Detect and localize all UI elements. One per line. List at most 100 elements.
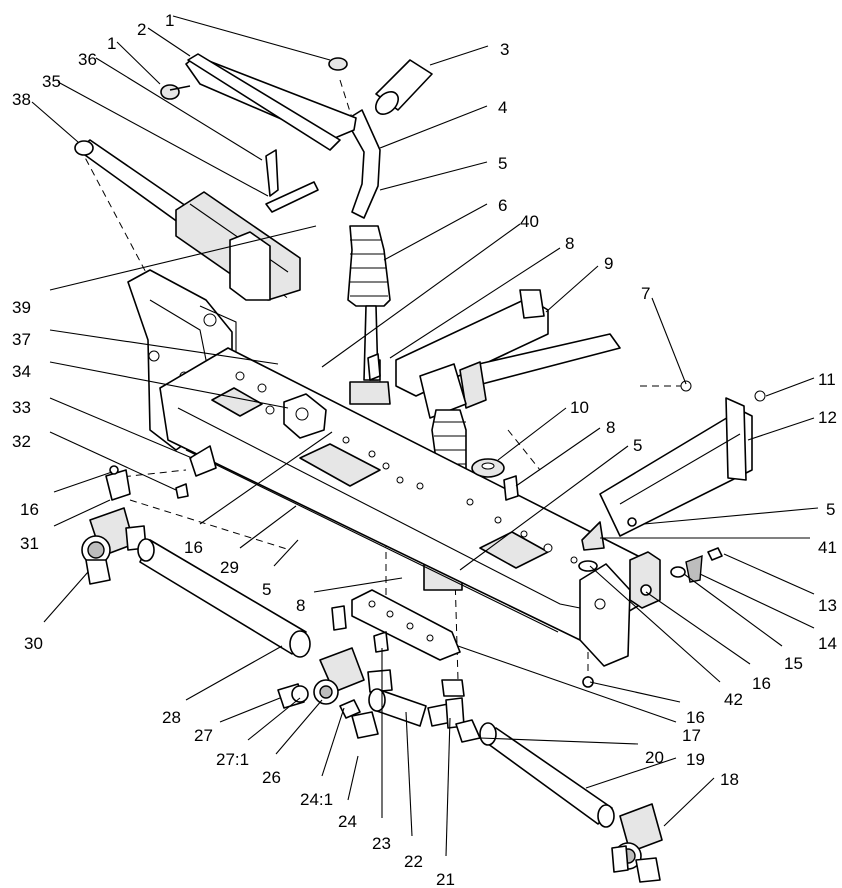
callout-leader-line [379, 161, 488, 191]
callout-number: 27:1 [216, 750, 249, 769]
callout-number: 8 [565, 234, 574, 253]
callout-number: 35 [42, 72, 61, 91]
callout-leader-line [389, 247, 561, 359]
upper-steering-arm [160, 53, 433, 219]
callout-number: 16 [752, 674, 771, 693]
callout-number: 15 [784, 654, 803, 673]
callout-leader-line [429, 45, 489, 66]
callout-leader-line [765, 377, 815, 397]
callout-number: 20 [645, 748, 664, 767]
callout-leader-line [383, 203, 488, 261]
callout-number: 21 [436, 870, 455, 888]
callout-leader-line [31, 101, 79, 143]
callout-number: 27 [194, 726, 213, 745]
callout-leader-line [49, 329, 279, 365]
callout-leader-line [53, 471, 113, 493]
callout-number: 5 [826, 500, 835, 519]
callout-leader-line [515, 427, 601, 487]
callout-number: 3 [500, 40, 509, 59]
callout-leader-line [643, 507, 819, 525]
callout-number: 9 [604, 254, 613, 273]
callout-leader-line [497, 407, 567, 461]
callout-number: 24:1 [300, 790, 333, 809]
callout-number: 23 [372, 834, 391, 853]
callout-number: 30 [24, 634, 43, 653]
callout-leader-line [545, 265, 599, 313]
callout-leader-line [95, 57, 263, 161]
callout-number: 5 [262, 580, 271, 599]
callout-number: 28 [162, 708, 181, 727]
callout-number: 12 [818, 408, 837, 427]
callout-number: 5 [498, 154, 507, 173]
callout-number: 10 [570, 398, 589, 417]
callout-number: 6 [498, 196, 507, 215]
callout-leader-line [53, 499, 111, 527]
lower-mount-plate [351, 589, 461, 661]
callout-number: 42 [724, 690, 743, 709]
callout-leader-line [313, 577, 403, 593]
main-frame [159, 347, 649, 641]
callout-number: 16 [20, 500, 39, 519]
callout-number: 38 [12, 90, 31, 109]
callout-leader-line [116, 41, 161, 85]
callout-number: 16 [686, 708, 705, 727]
callout-leader-line [347, 755, 359, 801]
callout-number: 32 [12, 432, 31, 451]
callout-number: 7 [641, 284, 650, 303]
callout-leader-line [275, 699, 323, 755]
callout-leader-line [43, 571, 89, 623]
left-fitting-assembly [81, 507, 311, 658]
callout-leader-line [321, 223, 521, 368]
right-bracket [599, 380, 766, 537]
right-frame-plate [579, 551, 661, 667]
bumper-and-washers [578, 517, 723, 688]
callout-leader-line [723, 553, 815, 595]
left-hardware [105, 445, 217, 501]
callout-leader-line [663, 777, 715, 827]
callout-number: 34 [12, 362, 31, 381]
callout-number: 11 [818, 370, 836, 389]
callout-leader-line [49, 225, 317, 291]
callout-leader-line [185, 645, 283, 701]
callout-leader-line [747, 417, 815, 441]
callout-leader-line [479, 737, 639, 745]
callout-number: 2 [137, 20, 146, 39]
callout-number: 39 [12, 298, 31, 317]
callout-number: 1 [107, 34, 116, 53]
callout-leader-line [57, 81, 269, 197]
callout-number: 16 [184, 538, 203, 557]
callout-leader-line [645, 591, 751, 665]
right-hose-and-fitting [479, 722, 663, 883]
callout-leader-line [49, 431, 177, 491]
callout-number: 4 [498, 98, 507, 117]
callout-number: 33 [12, 398, 31, 417]
callout-number: 5 [633, 436, 642, 455]
callout-leader-line [273, 539, 299, 567]
callout-leader-line [459, 445, 629, 571]
callout-leader-line [699, 573, 815, 629]
callout-leader-line [589, 565, 721, 683]
callout-leader-line [49, 397, 193, 459]
left-steering-lever [74, 139, 301, 301]
spacer [367, 353, 519, 501]
callout-number: 8 [296, 596, 305, 615]
callout-number: 29 [220, 558, 239, 577]
callout-number: 8 [606, 418, 615, 437]
callout-number: 40 [520, 212, 539, 231]
callout-leader-line [683, 573, 783, 647]
illustration [74, 53, 766, 883]
callout-leader-line [651, 297, 687, 385]
callout-leader-line [585, 757, 677, 789]
callout-number: 31 [20, 534, 39, 553]
callout-number: 24 [338, 812, 357, 831]
callout-number: 18 [720, 770, 739, 789]
callout-number: 19 [686, 750, 705, 769]
callout-number: 17 [682, 726, 701, 745]
callout-leader-line [219, 697, 281, 723]
grip-sleeve [375, 59, 433, 115]
callout-number: 37 [12, 330, 31, 349]
callout-number: 14 [818, 634, 837, 653]
callout-leader-line [147, 27, 191, 57]
